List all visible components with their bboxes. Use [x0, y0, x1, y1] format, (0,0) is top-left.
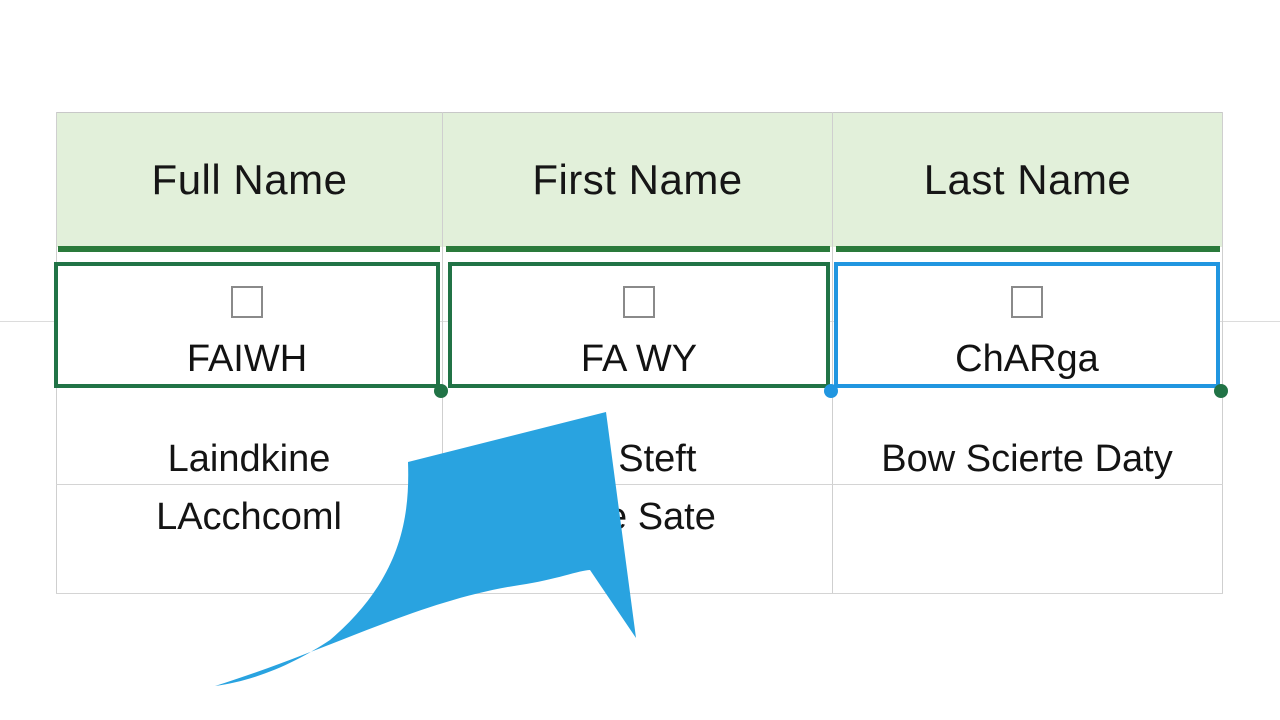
table-cell[interactable]: e Sate	[606, 496, 716, 538]
header-label: First Name	[532, 156, 743, 203]
cell-value: FAIWH	[186, 338, 308, 380]
fill-handle-icon[interactable]	[434, 384, 448, 398]
selected-cell-last-name[interactable]: ChARga	[834, 262, 1220, 388]
header-full-name[interactable]: Full Name	[57, 112, 442, 247]
header-first-name[interactable]: First Name	[443, 112, 832, 247]
column-border-1	[442, 112, 443, 594]
cell-value: ChARga	[955, 338, 1099, 380]
header-last-name[interactable]: Last Name	[833, 112, 1222, 247]
header-underline	[836, 246, 1220, 252]
header-underline	[58, 246, 440, 252]
spreadsheet-table: Full Name First Name Last Name FAIWH FA …	[54, 112, 1228, 594]
checkbox-icon[interactable]	[231, 286, 263, 318]
table-cell[interactable]: LAcchcoml	[156, 496, 342, 538]
header-label: Last Name	[923, 156, 1132, 203]
header-label: Full Name	[151, 156, 348, 203]
row-divider	[56, 484, 1223, 485]
fill-handle-icon[interactable]	[1214, 384, 1228, 398]
selected-cell-full-name[interactable]: FAIWH	[54, 262, 440, 388]
column-border-right	[1222, 112, 1223, 594]
column-border-2	[832, 112, 833, 594]
table-cell[interactable]: Laindkine	[167, 438, 331, 480]
table-cell[interactable]: Bow Scierte Daty	[881, 438, 1173, 480]
fill-handle-icon[interactable]	[824, 384, 838, 398]
row-divider	[56, 593, 1223, 594]
header-underline	[446, 246, 830, 252]
selected-cell-first-name[interactable]: FA WY	[448, 262, 830, 388]
cell-value: FA WY	[580, 338, 698, 380]
checkbox-icon[interactable]	[1011, 286, 1043, 318]
checkbox-icon[interactable]	[623, 286, 655, 318]
